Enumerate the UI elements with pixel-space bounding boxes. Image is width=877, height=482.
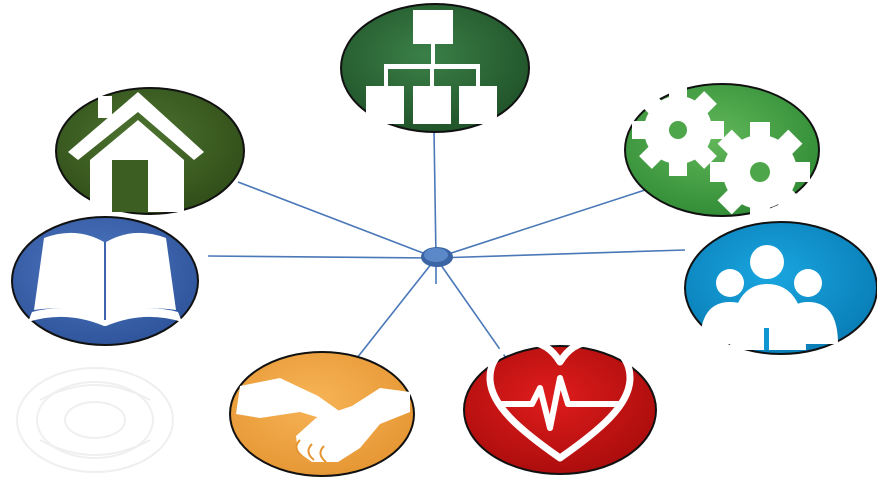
faded-seal-icon [16,367,174,473]
people-icon [700,245,838,350]
node-handshake[interactable] [229,351,415,477]
gears-icon [632,84,810,222]
org-chart-icon [366,10,497,124]
connector-org-chart [433,129,437,259]
connector-people [435,249,686,259]
handshake-icon [236,378,410,463]
home-icon [68,92,204,212]
connector-book [207,255,437,259]
node-book[interactable] [11,216,199,346]
node-gears[interactable] [624,83,820,222]
node-org-chart[interactable] [340,3,530,133]
hub-dot-icon [421,247,453,267]
node-heart[interactable] [463,338,657,475]
book-icon [28,232,182,326]
connector-home [237,181,437,259]
connector-gears [435,189,646,259]
heartbeat-icon [486,338,634,462]
node-people[interactable] [684,221,877,355]
node-home[interactable] [55,87,245,215]
